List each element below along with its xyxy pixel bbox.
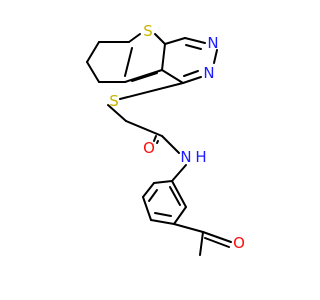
acetyl-co-bond bbox=[202, 231, 232, 243]
pyrimidine-bond bbox=[213, 49, 218, 64]
molecule-structure: S N N S O N H O bbox=[86, 22, 245, 256]
phenyl-bond bbox=[154, 212, 172, 217]
phenyl-bond bbox=[153, 180, 173, 184]
carbonyl-bond bbox=[153, 135, 157, 142]
acetyl-c-bond bbox=[173, 223, 204, 233]
acetyl-co-bond bbox=[204, 237, 230, 248]
pyrimidine-nitrogen-bottom-label: N bbox=[203, 64, 214, 82]
thiophene-bond bbox=[124, 69, 163, 83]
pyrimidine-bond bbox=[182, 76, 202, 84]
thioether-bond bbox=[119, 82, 184, 100]
cyclohexane-bond bbox=[86, 61, 100, 83]
thiophene-bond bbox=[124, 47, 133, 77]
phenyl-bond bbox=[173, 206, 187, 225]
cyclohexane-bond bbox=[86, 41, 100, 63]
pyrimidine-bond bbox=[161, 69, 184, 84]
phenyl-bond bbox=[142, 182, 155, 198]
pyrimidine-nitrogen-top-label: N bbox=[207, 34, 218, 52]
phenyl-bond bbox=[171, 180, 187, 208]
thiophene-bond bbox=[128, 33, 141, 43]
bonds bbox=[86, 33, 232, 256]
thiophene-sulfur-label: S bbox=[143, 22, 153, 40]
thiophene-bond bbox=[131, 72, 158, 82]
amide-cn-bond bbox=[161, 135, 180, 154]
phenyl-bond bbox=[150, 219, 175, 225]
phenyl-bond bbox=[142, 196, 152, 221]
ch2-s-bond bbox=[107, 104, 127, 122]
acetyl-methyl-bond bbox=[199, 231, 204, 256]
pyrimidine-bond bbox=[184, 37, 206, 44]
phenyl-bond bbox=[169, 186, 181, 206]
amide-nitrogen-label: N bbox=[180, 148, 191, 166]
thiophene-bond bbox=[154, 33, 166, 45]
ch2-carbonyl-bond bbox=[125, 120, 163, 137]
thiophene-bond bbox=[161, 43, 166, 71]
pyrimidine-bond bbox=[185, 44, 202, 50]
carbonyl-bond bbox=[156, 140, 159, 144]
amide-oxygen-label: O bbox=[143, 139, 155, 157]
acetyl-oxygen-label: O bbox=[233, 234, 245, 252]
thioether-sulfur-label: S bbox=[109, 92, 119, 110]
amide-hydrogen-label: H bbox=[195, 148, 206, 166]
pyrimidine-bond bbox=[164, 37, 186, 45]
pyrimidine-bond bbox=[183, 70, 199, 77]
phenyl-bond bbox=[148, 189, 158, 202]
atom-labels: S N N S O N H O bbox=[109, 22, 245, 252]
amide-n-aryl-bond bbox=[171, 164, 187, 182]
